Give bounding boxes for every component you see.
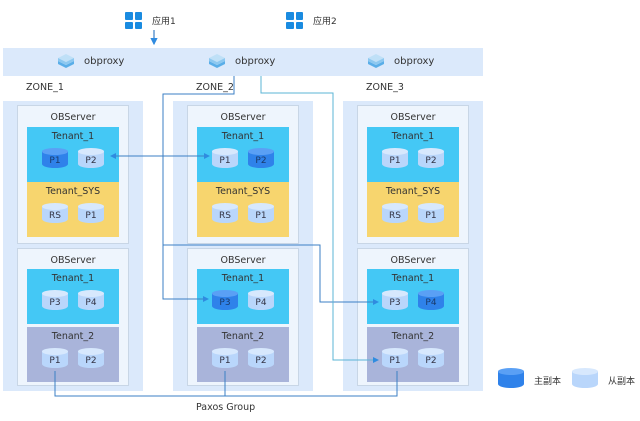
follower-replica-icon <box>572 368 598 392</box>
partition-replica: P1 <box>212 148 238 172</box>
tenant-name: Tenant_2 <box>51 331 95 342</box>
partition-replica: P1 <box>212 348 238 372</box>
observer-title: OBServer <box>220 255 266 266</box>
legend-primary-label: 主副本 <box>534 376 562 387</box>
tenant-name: Tenant_SYS <box>45 186 101 197</box>
partition-primary: P4 <box>418 290 444 314</box>
proxy-route-line <box>162 76 235 302</box>
obproxy-1: obproxy <box>56 53 124 70</box>
observer: OBServer Tenant_1 P1 P2 Tenant_SYS RS P1 <box>187 105 299 244</box>
observer-title: OBServer <box>50 112 96 123</box>
observer-title: OBServer <box>390 255 436 266</box>
zone-1-label: ZONE_1 <box>26 82 64 93</box>
windows-app-icon <box>286 12 303 29</box>
app-1: 应用1 <box>125 12 176 29</box>
legend-replica: 从副本 <box>572 368 635 392</box>
tenant-name: Tenant_2 <box>391 331 435 342</box>
proxy-route-line <box>163 244 379 305</box>
tenant-1: Tenant_1 P3 P4 <box>197 269 289 324</box>
tenant-name: Tenant_1 <box>51 131 95 142</box>
obproxy-label: obproxy <box>235 56 276 67</box>
tenant-name: Tenant_1 <box>221 131 265 142</box>
stack-icon <box>58 54 74 68</box>
app-2: 应用2 <box>286 12 337 29</box>
tenant-sys: Tenant_SYS RS P1 <box>27 182 119 237</box>
app-1-label: 应用1 <box>152 17 176 27</box>
partition-replica: P1 <box>382 348 408 372</box>
partition-replica: P2 <box>418 348 444 372</box>
partition-replica: P4 <box>248 290 274 314</box>
obproxy-2: obproxy <box>207 53 275 70</box>
tenant-name: Tenant_1 <box>391 131 435 142</box>
partition-primary: P2 <box>248 148 274 172</box>
partition-replica: P2 <box>248 348 274 372</box>
primary-replica-icon <box>498 368 524 392</box>
partition-replica: P1 <box>418 203 444 227</box>
partition-replica: P2 <box>418 148 444 172</box>
observer-title: OBServer <box>390 112 436 123</box>
observer: OBServer Tenant_1 P1 P2 Tenant_SYS RS P1 <box>17 105 129 244</box>
stack-icon <box>368 54 384 68</box>
legend-primary: 主副本 <box>498 368 561 392</box>
obproxy-3: obproxy <box>366 53 434 70</box>
paxos-group-label: Paxos Group <box>196 402 256 413</box>
windows-app-icon <box>125 12 142 29</box>
paxos-group-line <box>54 371 398 397</box>
partition-replica: P3 <box>42 290 68 314</box>
stack-icon <box>209 54 225 68</box>
partition-primary: P1 <box>42 148 68 172</box>
partition-replica: P1 <box>78 203 104 227</box>
tenant-1: Tenant_1 P1 P2 <box>197 127 289 182</box>
tenant-sys: Tenant_SYS RS P1 <box>367 182 459 237</box>
tenant-sys: Tenant_SYS RS P1 <box>197 182 289 237</box>
partition-replica: P3 <box>382 290 408 314</box>
partition-replica: RS <box>42 203 68 227</box>
zone-2-label: ZONE_2 <box>196 82 234 93</box>
partition-replica: P1 <box>382 148 408 172</box>
zone-3-label: ZONE_3 <box>366 82 404 93</box>
zone-3: OBServer Tenant_1 P1 P2 Tenant_SYS RS P1… <box>343 101 483 391</box>
obproxy-label: obproxy <box>394 56 435 67</box>
tenant-2: Tenant_2 P1 P2 <box>367 327 459 382</box>
tenant-name: Tenant_SYS <box>385 186 441 197</box>
tenant-1: Tenant_1 P3 P4 <box>27 269 119 324</box>
tenant-1: Tenant_1 P3 P4 <box>367 269 459 324</box>
partition-replica: P1 <box>248 203 274 227</box>
legend-replica-label: 从副本 <box>608 376 636 387</box>
partition-replica: P2 <box>78 148 104 172</box>
observer-title: OBServer <box>220 112 266 123</box>
tenant-name: Tenant_SYS <box>215 186 271 197</box>
partition-replica: RS <box>382 203 408 227</box>
tenant-name: Tenant_1 <box>391 273 435 284</box>
proxy-layer <box>3 48 483 76</box>
partition-primary: P3 <box>212 290 238 314</box>
observer: OBServer Tenant_1 P1 P2 Tenant_SYS RS P1 <box>357 105 469 244</box>
tenant-2: Tenant_2 P1 P2 <box>197 327 289 382</box>
observer: OBServer Tenant_1 P3 P4 Tenant_2 P1 P2 <box>357 248 469 386</box>
observer: OBServer Tenant_1 P3 P4 Tenant_2 P1 P2 <box>187 248 299 386</box>
tenant-1: Tenant_1 P1 P2 <box>27 127 119 182</box>
tenant-name: Tenant_2 <box>221 331 265 342</box>
app-2-label: 应用2 <box>313 17 337 27</box>
observer: OBServer Tenant_1 P3 P4 Tenant_2 P1 P2 <box>17 248 129 386</box>
tenant-name: Tenant_1 <box>51 273 95 284</box>
zone-1: OBServer Tenant_1 P1 P2 Tenant_SYS RS P1… <box>3 101 143 391</box>
partition-replica: P1 <box>42 348 68 372</box>
tenant-name: Tenant_1 <box>221 273 265 284</box>
tenant-2: Tenant_2 P1 P2 <box>27 327 119 382</box>
partition-replica: P4 <box>78 290 104 314</box>
observer-title: OBServer <box>50 255 96 266</box>
zone-2: OBServer Tenant_1 P1 P2 Tenant_SYS RS P1… <box>173 101 313 391</box>
partition-replica: RS <box>212 203 238 227</box>
partition-replica: P2 <box>78 348 104 372</box>
obproxy-label: obproxy <box>84 56 125 67</box>
tenant-1: Tenant_1 P1 P2 <box>367 127 459 182</box>
proxy-route-line <box>260 76 379 363</box>
